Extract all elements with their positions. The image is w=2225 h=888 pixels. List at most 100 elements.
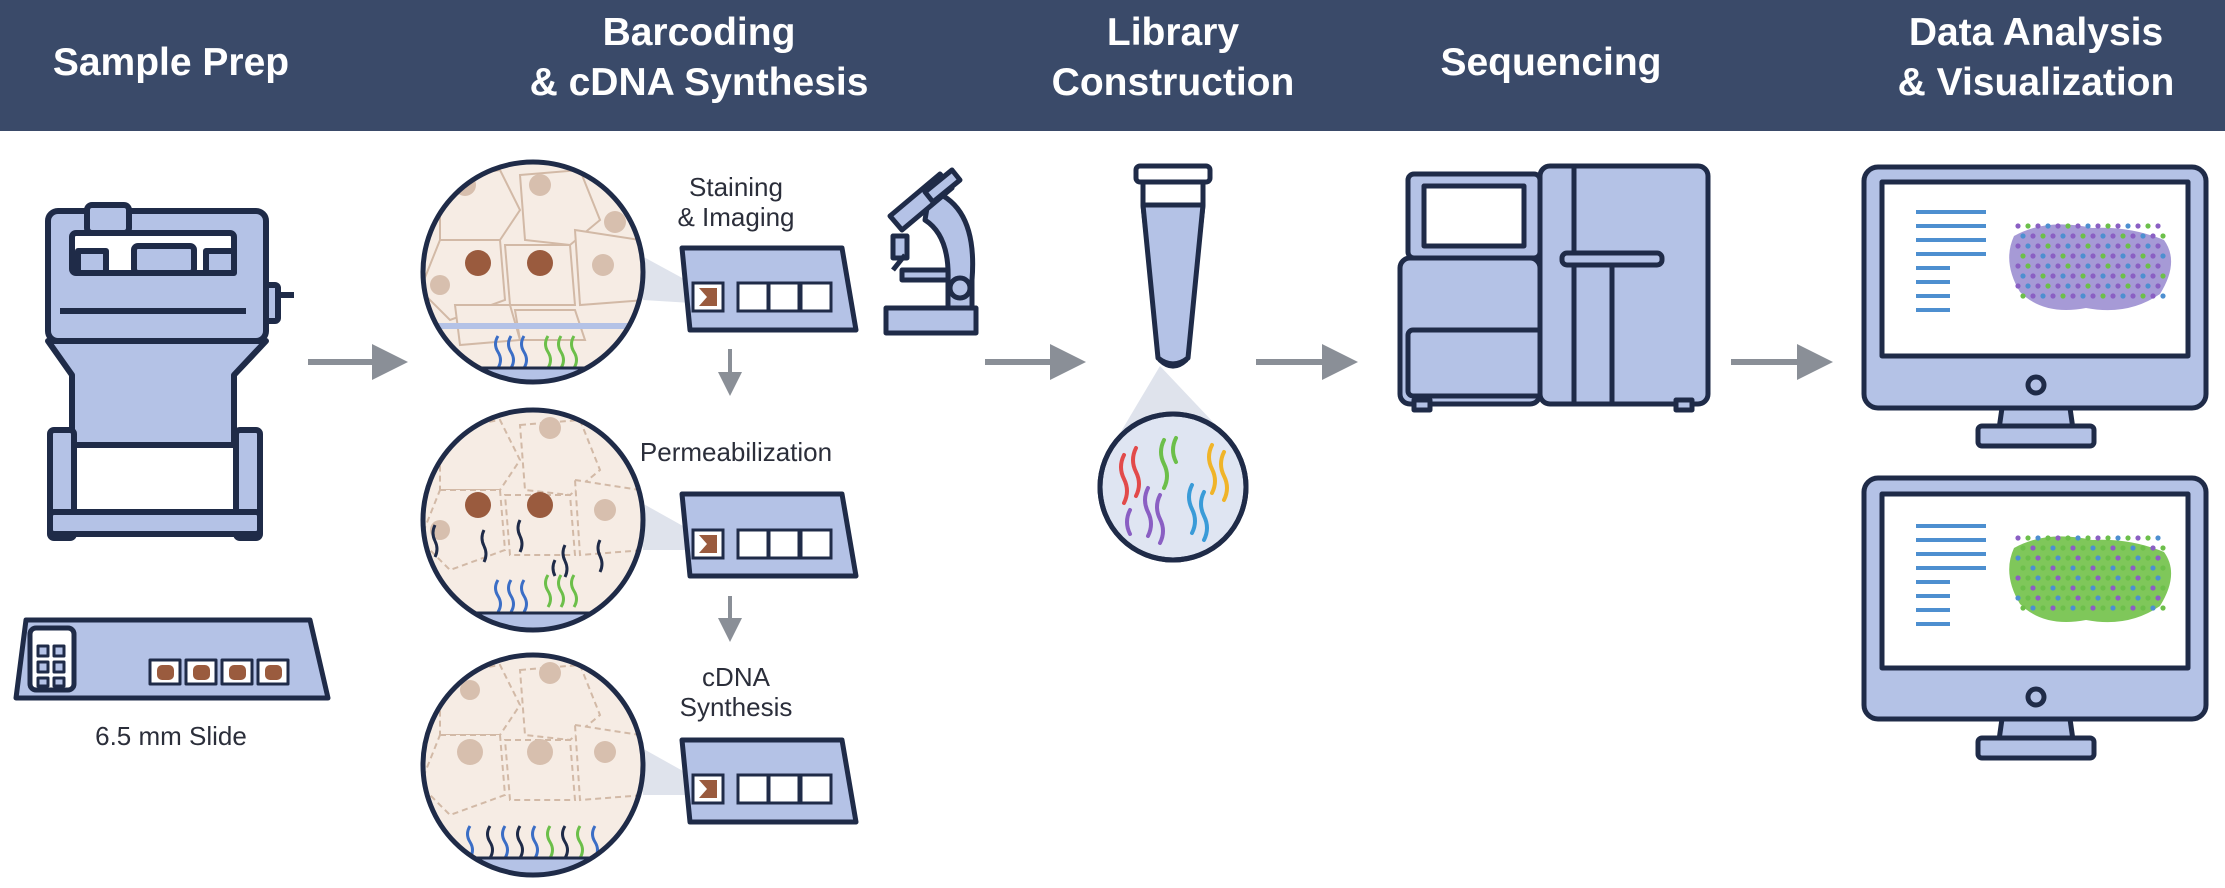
- spot: [2060, 233, 2066, 239]
- spot: [2085, 575, 2091, 581]
- spot: [2020, 605, 2026, 611]
- spot: [2145, 243, 2151, 249]
- spot: [2045, 263, 2051, 269]
- spot: [2025, 263, 2031, 269]
- spot: [2025, 595, 2031, 601]
- spot: [2155, 243, 2161, 249]
- spot: [2160, 273, 2166, 279]
- spot: [2150, 273, 2156, 279]
- spot: [2115, 223, 2121, 229]
- spot: [2060, 545, 2066, 551]
- microscope-icon: [883, 167, 979, 336]
- spot: [2080, 545, 2086, 551]
- tube-icon: [1097, 163, 1249, 563]
- spot: [2085, 243, 2091, 249]
- cdna-label-line2: Synthesis: [680, 692, 793, 722]
- spot: [2135, 575, 2141, 581]
- spot: [2085, 555, 2091, 561]
- spot: [2060, 565, 2066, 571]
- spot: [2130, 545, 2136, 551]
- spot: [2120, 545, 2126, 551]
- spot: [2110, 545, 2116, 551]
- spot: [2080, 273, 2086, 279]
- spot: [2100, 605, 2106, 611]
- spot: [2070, 253, 2076, 259]
- spot: [2110, 565, 2116, 571]
- spot: [2115, 535, 2121, 541]
- spot: [2020, 565, 2026, 571]
- spot: [2120, 565, 2126, 571]
- spot: [2055, 243, 2061, 249]
- spot: [2015, 243, 2021, 249]
- spot: [2115, 595, 2121, 601]
- spot: [2070, 273, 2076, 279]
- spot: [2105, 555, 2111, 561]
- spot: [2070, 565, 2076, 571]
- spot: [2050, 545, 2056, 551]
- spot: [2015, 575, 2021, 581]
- cdna-synthesis-panel: [420, 652, 859, 878]
- spot: [2100, 585, 2106, 591]
- spot: [2125, 575, 2131, 581]
- spot: [2105, 595, 2111, 601]
- spot: [2035, 283, 2041, 289]
- spot: [2130, 233, 2136, 239]
- spot: [2150, 253, 2156, 259]
- spot: [2155, 595, 2161, 601]
- spot: [2155, 283, 2161, 289]
- spot: [2125, 243, 2131, 249]
- spot: [2135, 555, 2141, 561]
- spot: [2075, 263, 2081, 269]
- spot: [2035, 595, 2041, 601]
- spot: [2055, 263, 2061, 269]
- spot: [2095, 263, 2101, 269]
- spot: [2110, 273, 2116, 279]
- spot: [2105, 575, 2111, 581]
- spot: [2115, 575, 2121, 581]
- spot: [2140, 253, 2146, 259]
- staining-panel: [420, 159, 859, 385]
- spot: [2065, 243, 2071, 249]
- spot: [2150, 605, 2156, 611]
- slide-icon: [13, 617, 331, 701]
- spot: [2090, 273, 2096, 279]
- spot: [2120, 293, 2126, 299]
- spot: [2040, 233, 2046, 239]
- spot: [2030, 293, 2036, 299]
- spot: [2090, 545, 2096, 551]
- spot: [2050, 273, 2056, 279]
- spot: [2015, 555, 2021, 561]
- spot: [2020, 233, 2026, 239]
- spot: [2065, 535, 2071, 541]
- spot: [2015, 223, 2021, 229]
- spot: [2090, 585, 2096, 591]
- spot: [2020, 273, 2026, 279]
- spot: [2045, 575, 2051, 581]
- spot: [2030, 545, 2036, 551]
- spot-grid: [2015, 535, 2166, 611]
- spot: [2055, 223, 2061, 229]
- stage-title-sequencing: Sequencing: [1440, 41, 1662, 84]
- spot: [2150, 585, 2156, 591]
- spot: [2030, 585, 2036, 591]
- spot: [2080, 565, 2086, 571]
- monitor-icon: [1861, 475, 2209, 761]
- spot: [2095, 283, 2101, 289]
- spot: [2130, 253, 2136, 259]
- spot: [2090, 565, 2096, 571]
- spot: [2080, 605, 2086, 611]
- spot: [2160, 545, 2166, 551]
- spot: [2070, 233, 2076, 239]
- spot: [2145, 575, 2151, 581]
- slide-label: 6.5 mm Slide: [95, 721, 247, 751]
- spot: [2030, 605, 2036, 611]
- spot: [2160, 585, 2166, 591]
- spot: [2105, 243, 2111, 249]
- spot: [2155, 575, 2161, 581]
- spot: [2150, 565, 2156, 571]
- spot: [2090, 293, 2096, 299]
- spot: [2145, 535, 2151, 541]
- spot: [2075, 575, 2081, 581]
- spot: [2050, 233, 2056, 239]
